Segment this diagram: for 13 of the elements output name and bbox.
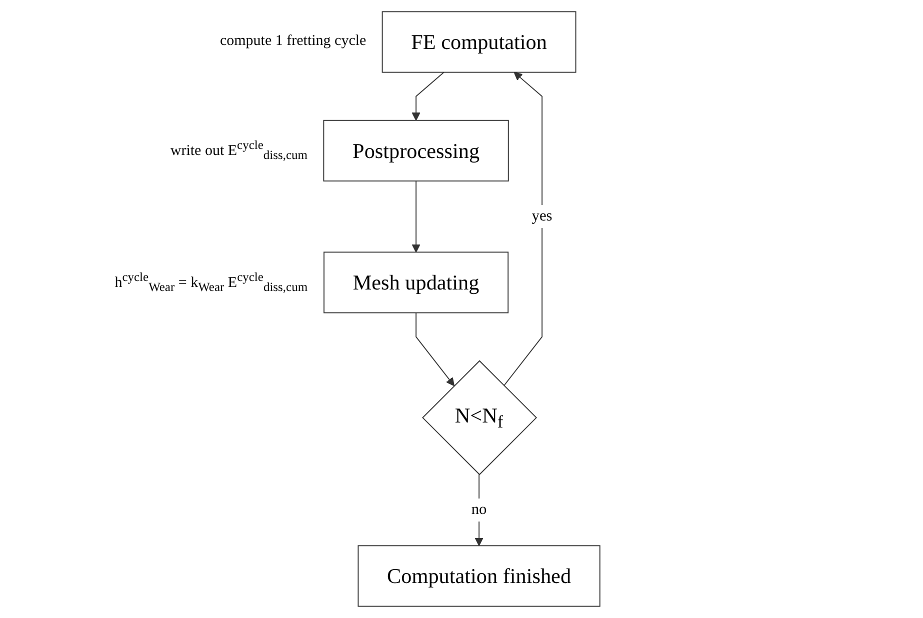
arrow: [415, 312, 454, 386]
node-box: FE computation: [382, 11, 576, 73]
arrow: [412, 72, 444, 121]
side-note: compute 1 fretting cycle: [220, 33, 366, 50]
arrow: [474, 474, 483, 546]
edge-label: yes: [531, 208, 552, 224]
edge-label: no: [471, 501, 486, 518]
node-diamond: N<N$_{f}$: [422, 360, 537, 476]
node-box: Computation finished: [357, 545, 600, 607]
node-box: Postprocessing: [322, 120, 509, 182]
node-box: Mesh updating: [323, 252, 508, 314]
arrow: [412, 180, 420, 253]
arrow: [503, 72, 542, 386]
